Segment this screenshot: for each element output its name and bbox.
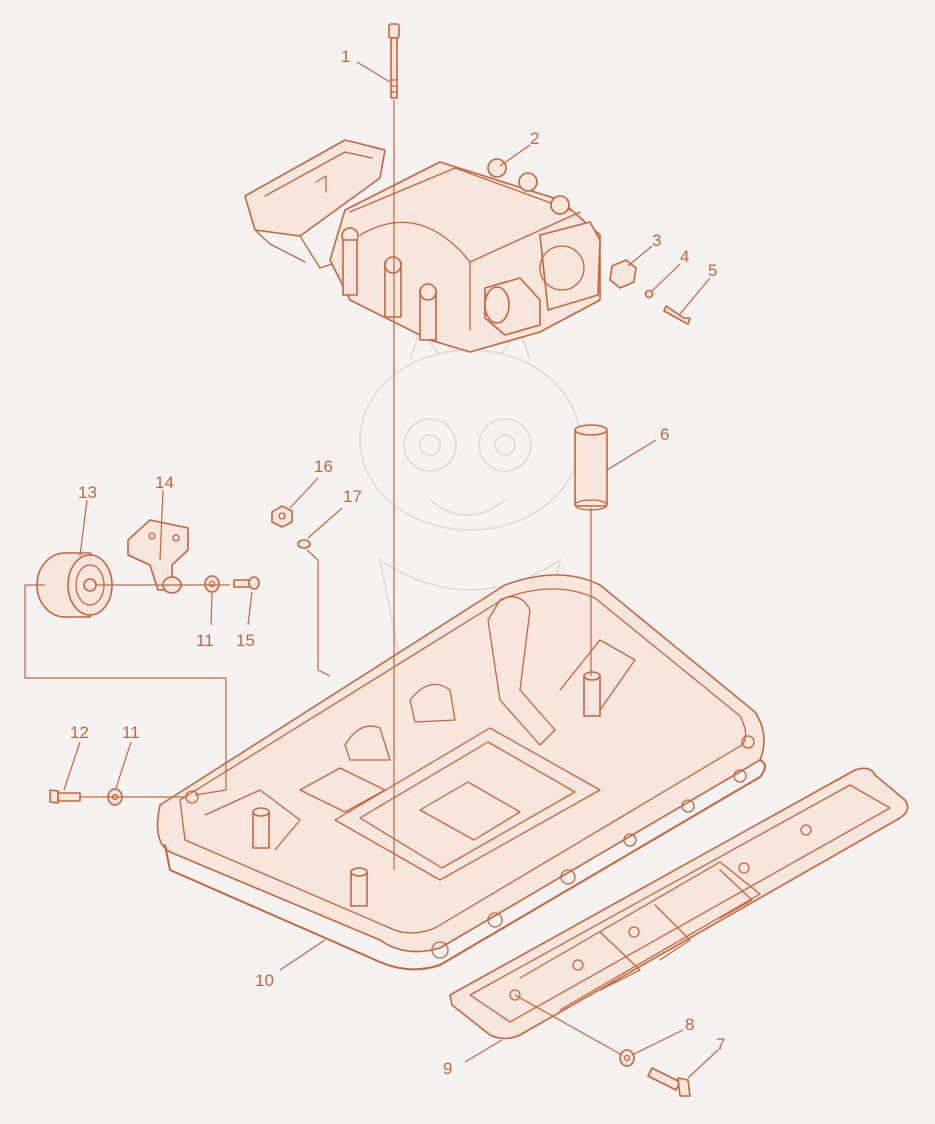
part-6-sleeve <box>574 424 608 511</box>
part-15-bolt <box>233 576 260 590</box>
part-7-bolt <box>647 1067 691 1097</box>
callout-9: 9 <box>443 1059 452 1078</box>
callout-5: 5 <box>708 261 717 280</box>
part-4-washer <box>644 289 654 299</box>
part-17-washer <box>297 539 311 549</box>
callout-labels: 1 2 3 4 5 6 7 8 9 10 11 11 12 13 14 15 1… <box>70 47 725 1078</box>
part-11-washer-upper <box>204 575 220 593</box>
callout-8: 8 <box>685 1015 694 1034</box>
callout-7: 7 <box>716 1035 725 1054</box>
callout-14: 14 <box>155 473 174 492</box>
callout-10: 10 <box>255 971 274 990</box>
part-5-small-bolt <box>663 305 691 325</box>
part-16-nut <box>271 505 293 528</box>
part-1-long-bolt <box>388 23 400 99</box>
part-3-block <box>609 259 637 289</box>
callout-1: 1 <box>341 47 350 66</box>
callout-11-lower: 11 <box>122 723 140 742</box>
callout-4: 4 <box>680 247 689 266</box>
assembly-guide-lines <box>24 100 623 1056</box>
callout-13: 13 <box>78 483 97 502</box>
callout-leaders <box>63 61 719 1079</box>
callout-16: 16 <box>314 457 333 476</box>
callout-11-upper: 11 <box>196 631 214 650</box>
part-12-bolt <box>49 789 81 804</box>
callout-17: 17 <box>343 487 362 506</box>
part-2-exciter-housing <box>244 139 601 353</box>
part-14-bracket <box>127 519 189 594</box>
callout-12: 12 <box>70 723 89 742</box>
callout-15: 15 <box>236 631 255 650</box>
callout-3: 3 <box>652 231 661 250</box>
part-10-base-plate <box>156 574 766 971</box>
part-9-guard-rail <box>449 767 909 1040</box>
callout-6: 6 <box>660 425 669 444</box>
callout-2: 2 <box>530 129 539 148</box>
part-8-washer <box>619 1049 635 1067</box>
